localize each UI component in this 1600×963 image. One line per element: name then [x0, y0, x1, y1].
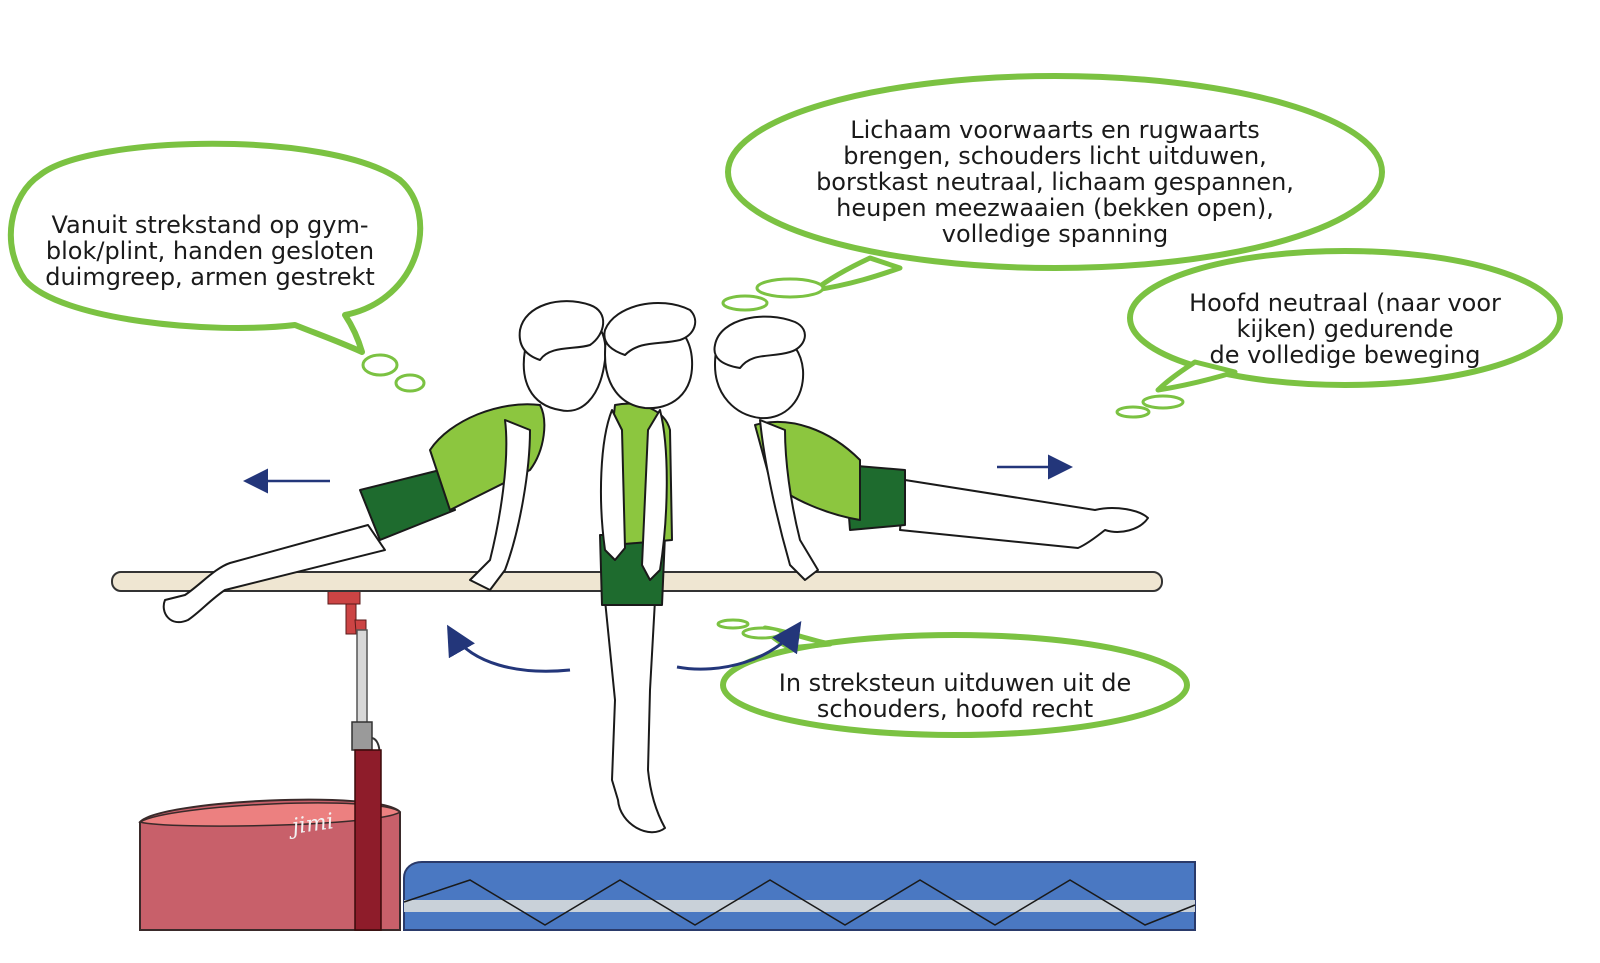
curved-arrow-back [447, 624, 571, 673]
speech-bubble-start [7, 140, 426, 393]
bubble-body-line-2: brengen, schouders licht uitduwen, [843, 142, 1267, 170]
bubble-head-line-2: kijken) gedurende [1236, 315, 1454, 343]
curved-arrow-forward [676, 621, 802, 671]
speech-bubble-body [721, 73, 1385, 312]
bubble-start-line-3: duimgreep, armen gestrekt [45, 263, 375, 291]
bubble-head-line-1: Hoofd neutraal (naar voor [1189, 289, 1501, 317]
bubble-body-line-4: heupen meezwaaien (bekken open), [836, 194, 1274, 222]
bubble-body-line-3: borstkast neutraal, lichaam gespannen, [816, 168, 1294, 196]
gymnast-figure-left [162, 300, 607, 623]
bubble-text-support: In streksteun uitduwen uit de schouders,… [765, 670, 1145, 722]
speech-bubble-support [716, 618, 1190, 738]
bubble-text-head: Hoofd neutraal (naar voor kijken) gedure… [1165, 290, 1525, 368]
speech-bubble-head [1115, 248, 1563, 419]
gymnast-figure-right [713, 315, 1149, 581]
landing-mat [403, 861, 1196, 931]
bubble-support-line-2: schouders, hoofd recht [816, 695, 1094, 723]
gymnast-figure-middle [599, 302, 697, 834]
gym-block [138, 798, 402, 931]
bubble-support-line-1: In streksteun uitduwen uit de [778, 669, 1132, 697]
bubble-head-line-3: de volledige beweging [1209, 341, 1481, 369]
bubble-text-body: Lichaam voorwaarts en rugwaarts brengen,… [775, 117, 1335, 247]
bar-support-pole [327, 589, 382, 931]
bubble-body-line-5: volledige spanning [941, 220, 1169, 248]
bubble-start-line-2: blok/plint, handen gesloten [45, 237, 375, 265]
bubble-text-start: Vanuit strekstand op gym- blok/plint, ha… [30, 212, 390, 290]
bubble-body-line-1: Lichaam voorwaarts en rugwaarts [850, 116, 1260, 144]
bubble-start-line-1: Vanuit strekstand op gym- [51, 211, 369, 239]
